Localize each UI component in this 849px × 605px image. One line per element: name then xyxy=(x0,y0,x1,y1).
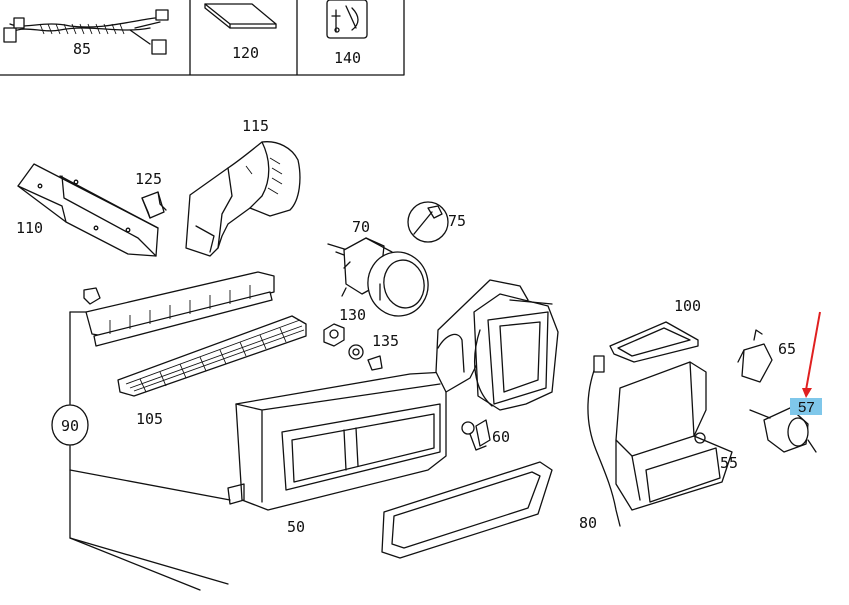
part-label-65: 65 xyxy=(778,340,796,358)
part-label-140: 140 xyxy=(334,49,361,67)
washer-135 xyxy=(348,344,364,360)
part-label-110: 110 xyxy=(16,219,43,237)
vacuum-pump-57 xyxy=(749,407,817,453)
pointer-arrow xyxy=(802,311,821,398)
part-label-115: 115 xyxy=(242,117,269,135)
highlight-box-57 xyxy=(790,398,822,415)
wiring-harness-icon xyxy=(3,9,169,55)
filter-105 xyxy=(83,271,307,397)
clip-125 xyxy=(141,191,167,219)
callout-circle-90 xyxy=(51,404,89,446)
part-label-125: 125 xyxy=(135,170,162,188)
part-label-85: 85 xyxy=(73,40,91,58)
header-table xyxy=(0,0,405,76)
part-label-135: 135 xyxy=(372,332,399,350)
part-label-105: 105 xyxy=(136,410,163,428)
part-label-80: 80 xyxy=(579,514,597,532)
sensor-60 xyxy=(461,419,491,451)
part-label-120: 120 xyxy=(232,44,259,62)
cover-plate-115 xyxy=(185,141,301,257)
wrench-icon-75 xyxy=(407,201,449,243)
part-label-130: 130 xyxy=(339,306,366,324)
filter-pad-icon xyxy=(204,3,277,29)
heater-housing-50 xyxy=(227,279,529,511)
seal-gasket xyxy=(381,461,553,559)
part-label-57[interactable]: 57 xyxy=(798,399,815,416)
bracket-110 xyxy=(17,163,159,257)
nut-130 xyxy=(323,323,345,347)
part-label-70: 70 xyxy=(352,218,370,236)
gasket-100 xyxy=(609,321,699,363)
part-label-50: 50 xyxy=(287,518,305,536)
part-label-100: 100 xyxy=(674,297,701,315)
warning-label-icon xyxy=(326,0,368,39)
blower-motor-70 xyxy=(327,237,429,317)
part-label-75: 75 xyxy=(448,212,466,230)
part-label-55: 55 xyxy=(720,454,738,472)
assembly-bracket-90 xyxy=(69,311,231,591)
duct-80 xyxy=(587,355,733,527)
valve-65 xyxy=(737,329,773,383)
part-label-90: 90 xyxy=(61,417,79,435)
blower-housing xyxy=(473,293,559,411)
part-label-60: 60 xyxy=(492,428,510,446)
